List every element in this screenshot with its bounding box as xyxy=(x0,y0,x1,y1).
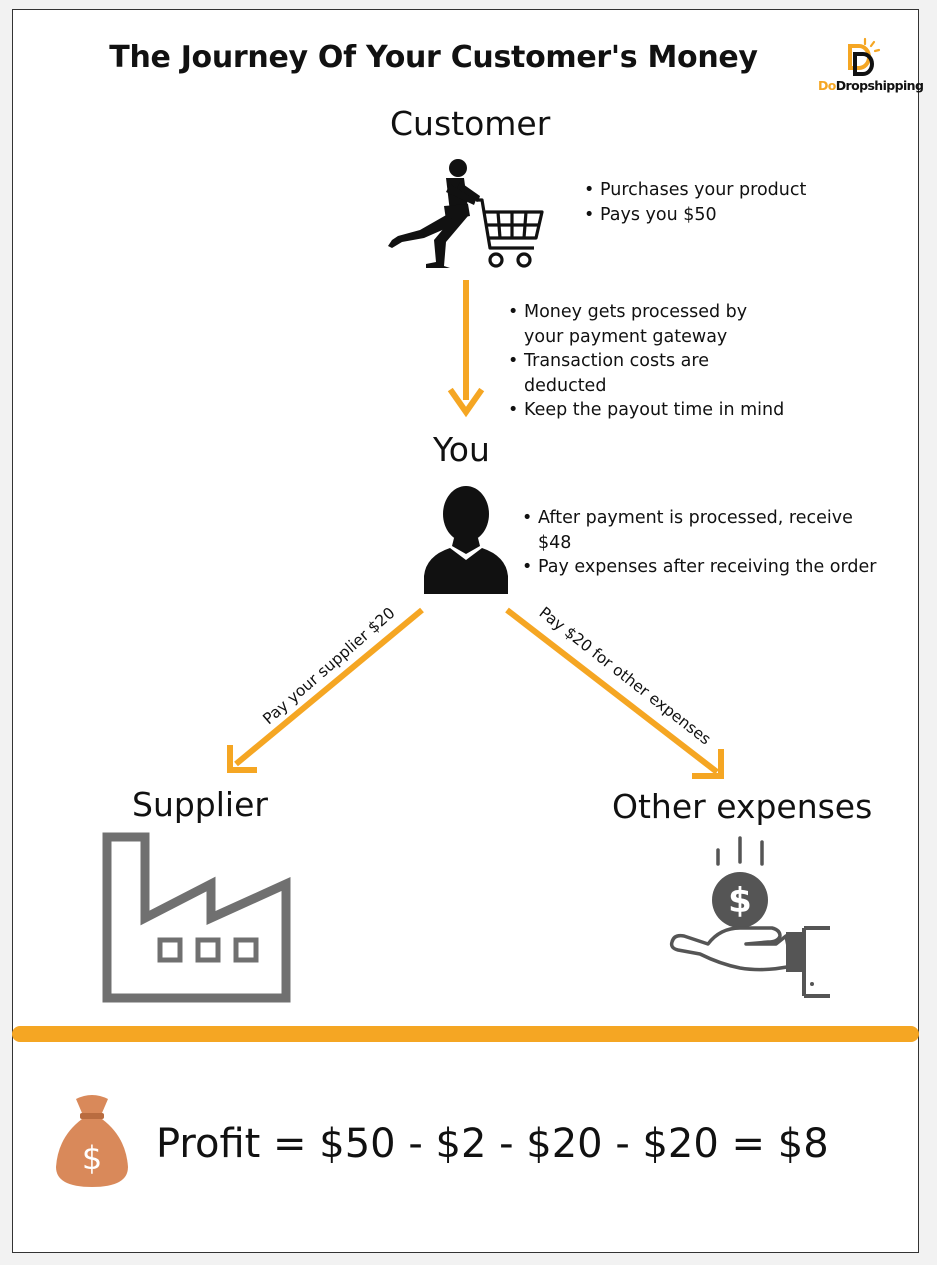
list-item: Keep the payout time in mind xyxy=(508,398,788,423)
you-bullets: After payment is processed, receive $48 … xyxy=(522,506,882,580)
list-item: Money gets processed by your payment gat… xyxy=(508,300,788,349)
profit-equation: Profit = $50 - $2 - $20 - $20 = $8 xyxy=(156,1121,829,1167)
arrow-you-to-other-expenses xyxy=(505,607,724,779)
page-title: The Journey Of Your Customer's Money xyxy=(109,40,758,75)
money-bag-icon: $ xyxy=(56,1095,128,1187)
list-item: Purchases your product xyxy=(584,178,844,203)
list-item: After payment is processed, receive $48 xyxy=(522,506,882,555)
logo-mark-icon xyxy=(848,37,881,76)
logo: DoDropshipping xyxy=(818,36,924,96)
factory-icon xyxy=(102,832,291,1003)
you-label: You xyxy=(433,430,490,469)
other-expenses-label: Other expenses xyxy=(612,787,873,826)
customer-label: Customer xyxy=(390,104,551,143)
arrow-customer-to-you xyxy=(447,280,485,418)
customer-bullets: Purchases your product Pays you $50 xyxy=(584,178,844,227)
supplier-label: Supplier xyxy=(132,785,268,824)
list-item: Pays you $50 xyxy=(584,203,844,228)
shopper-with-cart-icon xyxy=(388,159,544,268)
person-icon xyxy=(424,486,508,594)
coin-symbol: $ xyxy=(728,881,752,921)
list-item: Transaction costs are deducted xyxy=(508,349,788,398)
logo-text-prefix: Do xyxy=(818,78,836,93)
logo-text-rest: Dropshipping xyxy=(835,78,924,93)
hand-with-coin-icon: $ xyxy=(669,836,830,998)
transfer-bullets: Money gets processed by your payment gat… xyxy=(508,300,788,423)
divider-bar xyxy=(12,1026,919,1042)
arrow-you-to-supplier xyxy=(227,607,424,773)
list-item: Pay expenses after receiving the order xyxy=(522,555,882,580)
bag-symbol: $ xyxy=(82,1139,102,1177)
